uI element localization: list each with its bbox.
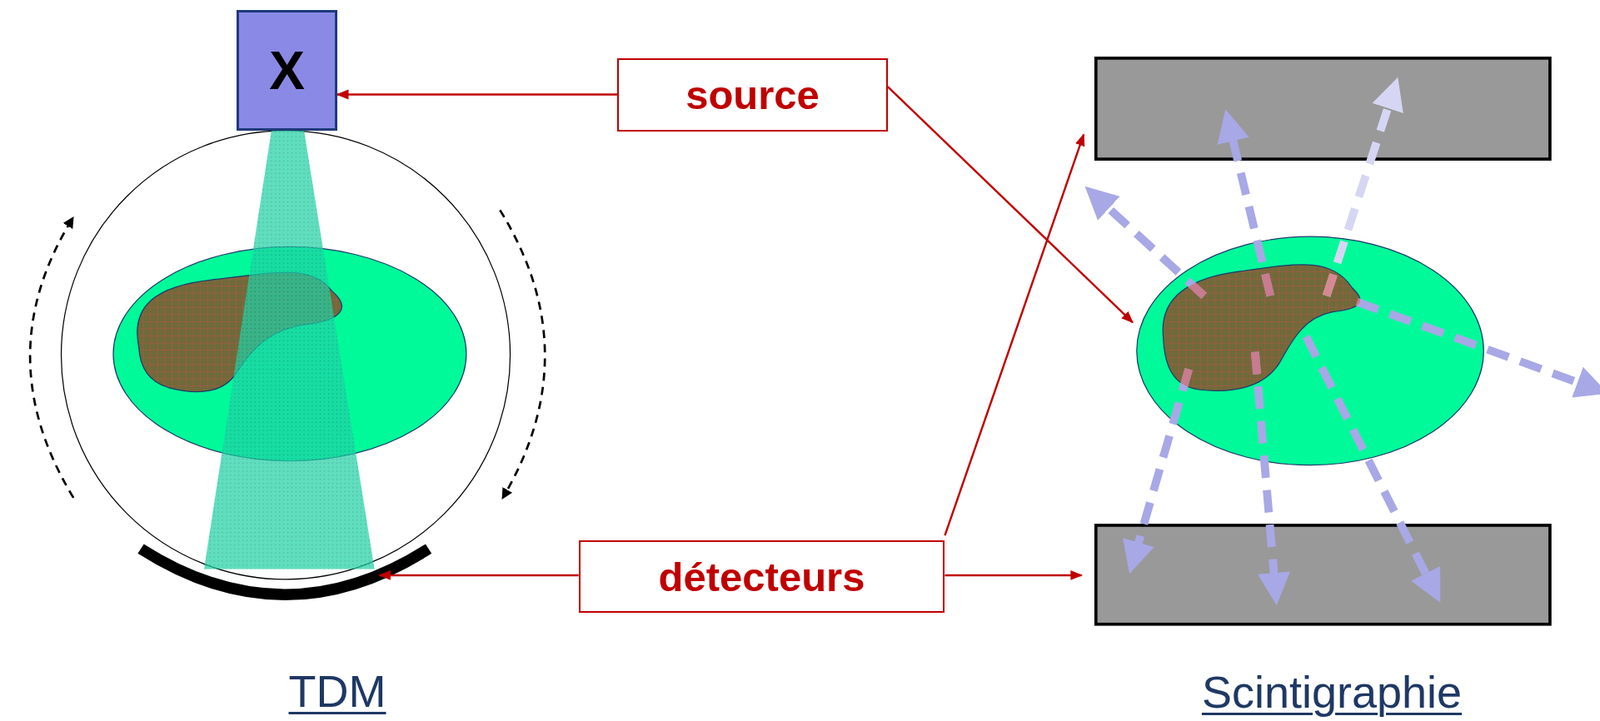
x-ray-tube: X [236,9,338,131]
connector-arrow [337,93,618,96]
leader-line [944,134,1084,536]
gamma-ray [1136,368,1189,549]
modality-label: Scintigraphie [1201,666,1462,718]
leader-line [887,86,1133,323]
gamma-ray-origin [1326,102,1391,297]
leader-line [944,574,1082,577]
callout-box: détecteurs [578,540,945,614]
gamma-camera-head [1096,58,1551,160]
gamma-rays [1104,102,1585,580]
gamma-camera-head [1096,525,1551,625]
gamma-ray-origin [1356,302,1584,385]
node-text: X [269,39,305,102]
detector-arc [140,548,429,595]
gantry-circle [61,130,511,580]
rotation-arrow [29,220,74,499]
modality-label: TDM [289,665,387,718]
gamma-ray-origin [1305,336,1429,580]
gamma-ray [1326,102,1391,297]
gamma-ray-origin [1231,134,1272,297]
gamma-ray [1104,204,1205,296]
gamma-ray [1255,352,1275,580]
gamma-ray [1356,302,1584,385]
callout-box: source [617,58,888,132]
x-ray-beam [204,130,375,570]
gamma-ray-origin [1104,204,1205,296]
node-text: détecteurs [658,553,866,601]
gamma-ray [1305,336,1429,580]
gamma-ray-origin [1136,368,1189,549]
gamma-ray-origin [1255,352,1275,580]
rotation-arrow [499,209,545,496]
gamma-ray [1231,134,1272,297]
leader-line [379,574,579,577]
node-text: source [685,71,820,119]
